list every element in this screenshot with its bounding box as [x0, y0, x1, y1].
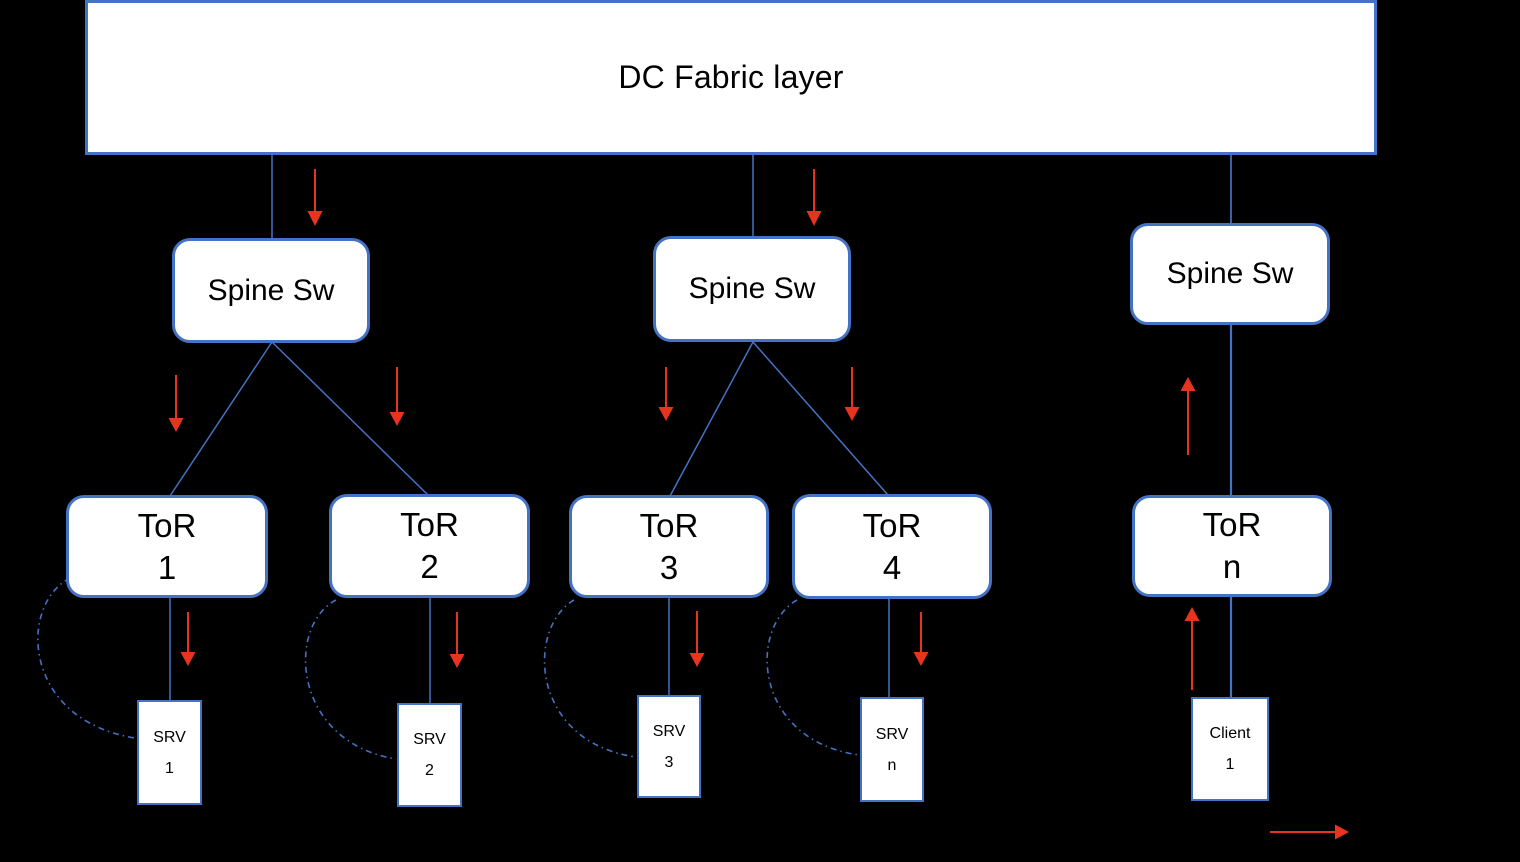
- link-spine2-tor4: [752, 341, 889, 496]
- spine-switch-node-3: Spine Sw: [1130, 223, 1330, 325]
- server-number: 1: [165, 759, 174, 777]
- tor-number: 3: [659, 548, 679, 586]
- tor-number: 2: [420, 548, 439, 585]
- server-number: n: [887, 756, 897, 774]
- server-node-srv2: SRV 2: [397, 703, 462, 807]
- server-number: 2: [425, 762, 434, 779]
- tor-number: 1: [157, 548, 177, 586]
- tor-switch-node-3: ToR 3: [569, 495, 769, 598]
- dashed-loop-tor4-srvn: [766, 599, 860, 756]
- tor-number: 4: [882, 548, 902, 586]
- server-label: SRV: [153, 728, 186, 746]
- server-label: SRV: [652, 722, 686, 740]
- dashed-loop-tor2-srv2: [304, 599, 397, 760]
- down-arrow-spine1-tor1: [168, 375, 184, 432]
- spine-switch-label: Spine Sw: [688, 272, 816, 305]
- server-node-srvn: SRV n: [860, 697, 924, 802]
- client-number: 1: [1225, 756, 1235, 773]
- client-node-1: Client 1: [1191, 697, 1269, 801]
- up-arrow-torn-spine3: [1180, 377, 1196, 455]
- tor-switch-node-n: ToR n: [1132, 495, 1332, 597]
- link-spine1-tor1: [169, 341, 273, 497]
- dc-fabric-layer-node: DC Fabric layer: [85, 0, 1377, 155]
- down-arrow-tor3-srv3: [689, 611, 705, 667]
- server-label: SRV: [413, 731, 446, 748]
- dashed-loop-tor1-srv1: [37, 577, 136, 739]
- server-node-srv1: SRV 1: [137, 700, 202, 805]
- dashed-loop-tor3-srv3: [543, 599, 637, 758]
- server-label: SRV: [875, 725, 909, 743]
- up-arrow-client1-torn: [1184, 607, 1200, 690]
- dc-fabric-layer-label: DC Fabric layer: [618, 59, 844, 95]
- down-arrow-spine2-tor3: [658, 367, 674, 421]
- tor-switch-node-4: ToR 4: [792, 494, 992, 599]
- spine-switch-node-1: Spine Sw: [172, 238, 370, 343]
- right-arrow-bottom: [1270, 824, 1349, 840]
- link-spine2-tor3: [669, 341, 754, 497]
- spine-switch-node-2: Spine Sw: [653, 236, 851, 342]
- link-spine1-tor2: [271, 341, 429, 496]
- down-arrow-spine1-tor2: [389, 367, 405, 426]
- client-label: Client: [1209, 725, 1251, 742]
- tor-label: ToR: [639, 506, 699, 544]
- down-arrow-tor2-srv2: [449, 612, 465, 668]
- tor-label: ToR: [137, 506, 197, 544]
- down-arrow-tor4-srvn: [913, 612, 929, 666]
- down-arrow-fabric-spine1: [307, 169, 323, 226]
- tor-label: ToR: [862, 506, 922, 544]
- tor-label: ToR: [400, 506, 459, 543]
- tor-switch-node-2: ToR 2: [329, 494, 530, 598]
- tor-number: n: [1222, 548, 1242, 585]
- tor-label: ToR: [1202, 506, 1262, 543]
- server-number: 3: [664, 753, 674, 771]
- server-node-srv3: SRV 3: [637, 695, 701, 798]
- down-arrow-spine2-tor4: [844, 367, 860, 421]
- spine-switch-label: Spine Sw: [1166, 257, 1294, 290]
- spine-switch-label: Spine Sw: [207, 273, 335, 307]
- down-arrow-tor1-srv1: [180, 612, 196, 666]
- down-arrow-fabric-spine2: [806, 169, 822, 226]
- tor-switch-node-1: ToR 1: [66, 495, 268, 598]
